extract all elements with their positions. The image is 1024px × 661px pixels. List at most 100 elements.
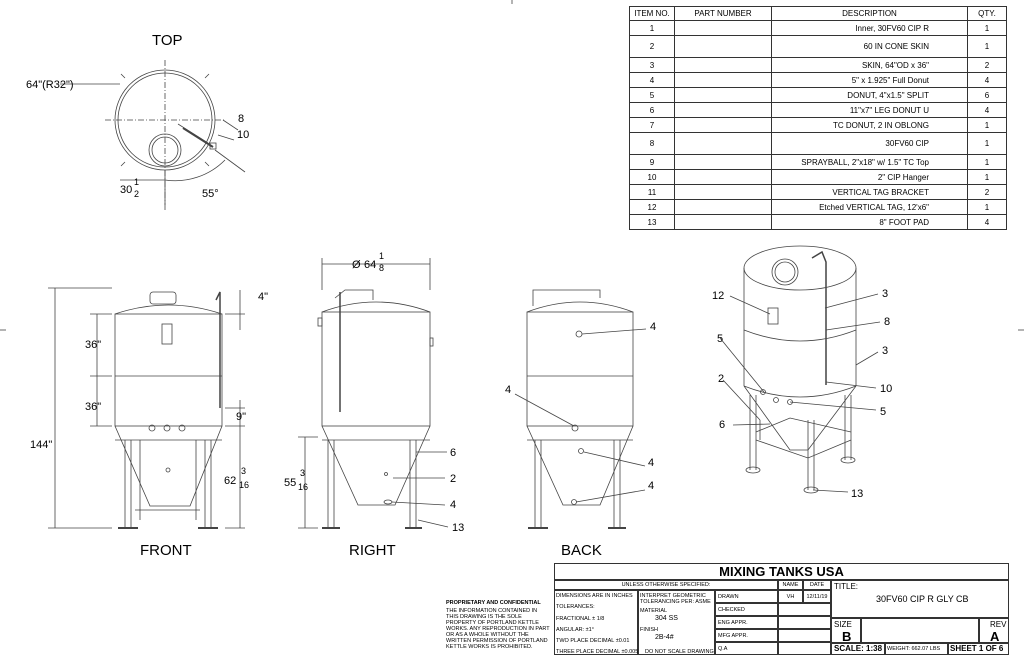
- back-callout-4a: 4: [650, 321, 656, 333]
- bom-part-number: [674, 117, 772, 133]
- bom-part-number: [674, 184, 772, 200]
- bom-header-row: ITEM NO. PART NUMBER DESCRIPTION QTY.: [629, 6, 1007, 21]
- bom-part-number: [674, 169, 772, 185]
- top-angle: 55°: [202, 188, 219, 200]
- mfg-appr-blank: [778, 629, 831, 642]
- front-dim-4: 4": [258, 291, 268, 303]
- do-not-scale: DO NOT SCALE DRAWING: [645, 649, 714, 655]
- rev-header: REV: [990, 620, 1007, 629]
- front-cone-num: 3: [241, 466, 246, 476]
- bom-qty: 1: [967, 169, 1007, 185]
- drawn-label: DRAWN: [715, 590, 778, 603]
- bom-description: Inner, 30FV60 CIP R: [771, 20, 968, 36]
- right-callout-13: 13: [452, 522, 464, 534]
- checked-label: CHECKED: [715, 603, 778, 616]
- front-cone-whole: 62: [224, 475, 236, 487]
- bom-part-number: [674, 199, 772, 215]
- iso-callout-13: 13: [851, 488, 863, 500]
- top-view-label: TOP: [152, 32, 183, 49]
- iso-callout-5b: 5: [880, 406, 886, 418]
- title-header: TITLE:: [834, 582, 859, 591]
- front-dim-9: 9": [236, 411, 246, 423]
- iso-callout-10: 10: [880, 383, 892, 395]
- bom-item-no: 5: [629, 87, 675, 103]
- scale: SCALE: 1:38: [831, 643, 885, 655]
- bom-description: 60 IN CONE SKIN: [771, 35, 968, 58]
- rev-cell: REV A: [979, 618, 1009, 644]
- bom-part-number: [674, 57, 772, 73]
- bom-qty: 1: [967, 20, 1007, 36]
- bom-qty: 4: [967, 72, 1007, 88]
- drawn-date: 12/11/19: [803, 590, 831, 603]
- three-place-tol: THREE PLACE DECIMAL ±0.005: [556, 649, 639, 655]
- top-dim-whole: 30: [120, 184, 132, 196]
- qa-label: Q.A: [715, 642, 778, 655]
- right-view-label: RIGHT: [349, 542, 396, 559]
- top-dim-den: 2: [134, 189, 139, 199]
- drawn-name: VH: [778, 590, 803, 603]
- bom-header-desc: DESCRIPTION: [771, 6, 968, 21]
- back-view: [514, 289, 647, 529]
- dwg-no-cell: [861, 618, 979, 643]
- fractional-tol: FRACTIONAL ± 1/8: [556, 616, 605, 622]
- right-callout-2: 2: [450, 473, 456, 485]
- front-dim-36-lower: 36": [85, 401, 101, 413]
- rev-value: A: [990, 629, 1000, 644]
- bom-description: SKIN, 64"OD x 36": [771, 57, 968, 73]
- material-value: 304 SS: [655, 615, 678, 622]
- top-callout-10: 10: [237, 129, 249, 141]
- top-callout-8: 8: [238, 113, 244, 125]
- bom-description: 8" FOOT PAD: [771, 214, 968, 230]
- size-header: SIZE: [834, 620, 852, 629]
- drawing-title: 30FV60 CIP R GLY CB: [876, 594, 969, 604]
- tolerances: TOLERANCES:: [556, 604, 595, 610]
- material-header: MATERIAL: [640, 608, 668, 614]
- mfg-appr-label: MFG APPR.: [715, 629, 778, 642]
- bom-item-no: 4: [629, 72, 675, 88]
- bom-item-no: 1: [629, 20, 675, 36]
- right-height-num: 3: [300, 468, 305, 478]
- iso-callout-3b: 3: [882, 345, 888, 357]
- bom-part-number: [674, 35, 772, 58]
- bom-description: 30FV60 CIP: [771, 132, 968, 155]
- back-callout-4c: 4: [648, 457, 654, 469]
- bom-item-no: 12: [629, 199, 675, 215]
- top-diameter: 64"(R32"): [26, 79, 74, 91]
- bom-item-no: 13: [629, 214, 675, 230]
- bom-description: Etched VERTICAL TAG, 12'x6": [771, 199, 968, 215]
- two-place-tol: TWO PLACE DECIMAL ±0.01: [556, 638, 630, 644]
- iso-callout-2: 2: [718, 373, 724, 385]
- bom-item-no: 9: [629, 154, 675, 170]
- tolerance-cell: DIMENSIONS ARE IN INCHES TOLERANCES: FRA…: [554, 590, 638, 655]
- title-block: MIXING TANKS USA UNLESS OTHERWISE SPECIF…: [443, 563, 1009, 655]
- interpret-tolerancing: INTERPRET GEOMETRIC TOLERANCING PER: ASM…: [640, 593, 711, 605]
- dims-in-inches: DIMENSIONS ARE IN INCHES: [556, 593, 633, 599]
- bom-part-number: [674, 102, 772, 118]
- right-height-whole: 55: [284, 477, 296, 489]
- bom-part-number: [674, 214, 772, 230]
- right-dia-whole: 64: [364, 259, 376, 271]
- bom-description: 2" CIP Hanger: [771, 169, 968, 185]
- bom-header-item: ITEM NO.: [629, 6, 675, 21]
- angular-tol: ANGULAR: ±1°: [556, 627, 594, 633]
- bom-description: VERTICAL TAG BRACKET: [771, 184, 968, 200]
- bom-part-number: [674, 20, 772, 36]
- iso-callout-8: 8: [884, 316, 890, 328]
- bom-qty: 1: [967, 117, 1007, 133]
- checked-blank: [778, 603, 831, 616]
- bom-qty: 6: [967, 87, 1007, 103]
- qa-blank: [778, 642, 831, 655]
- bom-item-no: 6: [629, 102, 675, 118]
- company-name: MIXING TANKS USA: [554, 563, 1009, 580]
- proprietary-notice: THE INFORMATION CONTAINED IN THIS DRAWIN…: [446, 608, 550, 650]
